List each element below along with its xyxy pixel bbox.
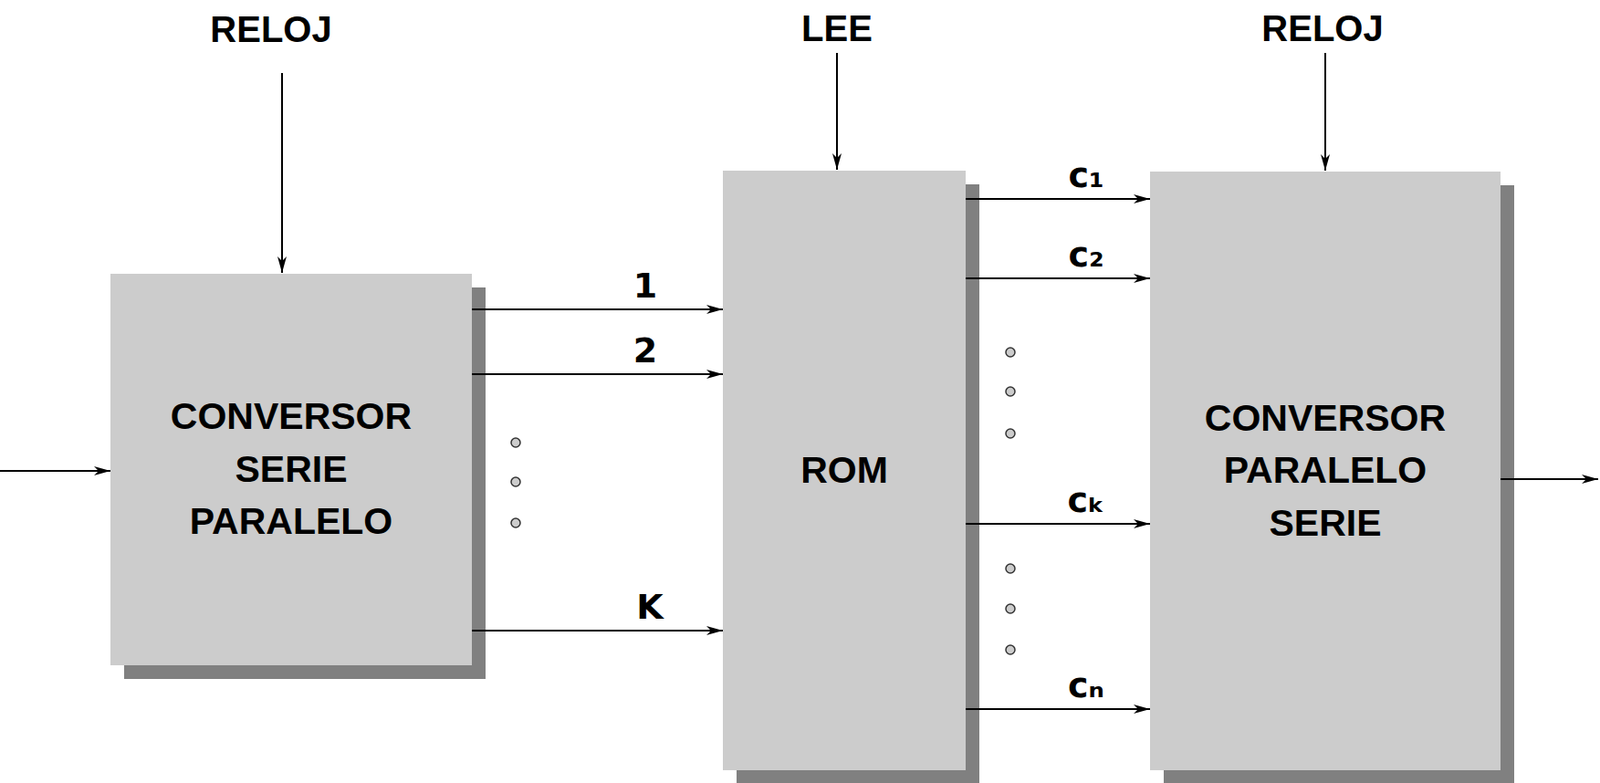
output-line (1500, 478, 1599, 481)
read-line (836, 52, 838, 170)
signal-label: cₖ (1064, 481, 1108, 522)
ellipsis-dot (1005, 604, 1015, 614)
rom-box: ROM (722, 170, 966, 771)
block-title: CONVERSOR SERIE PARALELO (170, 390, 412, 548)
bus-line (471, 308, 723, 311)
signal-name: RELOJ (209, 8, 332, 51)
ellipsis-dot (1005, 386, 1015, 397)
ellipsis-dot (511, 477, 521, 487)
input-line (0, 470, 111, 472)
ellipsis-dot (1005, 564, 1015, 574)
clock-line (1324, 52, 1327, 171)
bus-line (965, 708, 1151, 711)
block-title: ROM (800, 444, 889, 497)
converter-box: CONVERSOR PARALELO SERIE (1150, 171, 1501, 771)
signal-name: RELOJ (1261, 7, 1383, 50)
bus-line (471, 373, 723, 376)
converter-box: CONVERSOR SERIE PARALELO (110, 273, 472, 666)
signal-label: 2 (630, 331, 660, 372)
signal-label: cₙ (1065, 666, 1108, 707)
signal-label: 1 (630, 266, 660, 307)
bus-line (471, 629, 723, 632)
signal-name: LEE (801, 7, 873, 50)
ellipsis-dot (1005, 428, 1015, 439)
ellipsis-dot (1005, 645, 1015, 655)
signal-label: c₂ (1065, 235, 1107, 276)
block-title: CONVERSOR PARALELO SERIE (1204, 392, 1446, 550)
bus-line (965, 277, 1151, 280)
ellipsis-dot (511, 438, 521, 448)
bus-line (965, 522, 1151, 525)
ellipsis-dot (511, 518, 521, 528)
clock-line (281, 73, 283, 273)
bus-line (965, 198, 1151, 200)
ellipsis-dot (1005, 347, 1015, 357)
signal-label: K (633, 587, 666, 628)
signal-label: c₁ (1065, 156, 1107, 197)
